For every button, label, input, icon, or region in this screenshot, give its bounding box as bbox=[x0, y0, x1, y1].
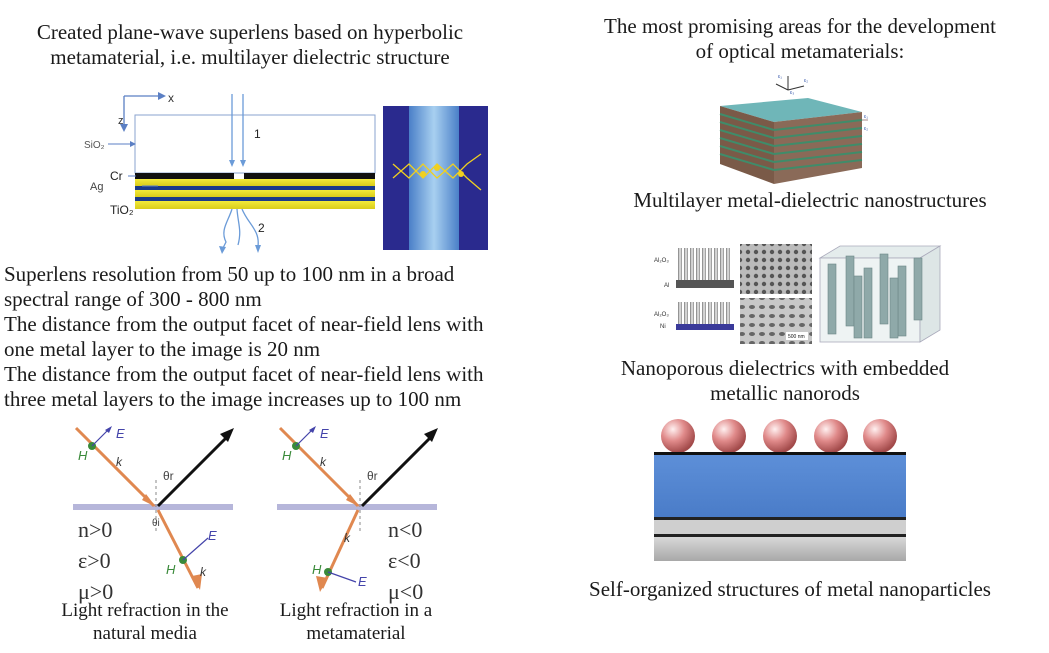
meta-theta-label: θr bbox=[367, 469, 378, 483]
metamaterials-title-line2: of optical metamaterials: bbox=[695, 39, 905, 63]
caption-multilayer: Multilayer metal-dielectric nanostructur… bbox=[633, 188, 987, 212]
natural-mu: μ>0 bbox=[78, 579, 114, 604]
natural-e-label: E bbox=[116, 426, 125, 441]
multilayer-block-illustration: ε₁ ε₂ ε₃ ε₁ ε₂ bbox=[719, 74, 868, 184]
nanoparticle bbox=[763, 419, 797, 453]
cr-label: Cr bbox=[110, 169, 123, 183]
description-line: The distance from the output facet of ne… bbox=[4, 362, 484, 386]
beam-2-label: 2 bbox=[258, 221, 265, 235]
al2o3-a-label: Al₂O₃ bbox=[654, 258, 669, 264]
refraction-meta-diagram: E H k θr E H k bbox=[277, 426, 438, 592]
caption-meta-line1: Light refraction in a bbox=[279, 600, 433, 621]
meta-n: n<0 bbox=[388, 517, 423, 542]
sem-scale-label: 500 nm bbox=[788, 334, 805, 340]
multilayer-eps-3: ε₃ bbox=[790, 90, 794, 96]
natural-params: n>0 ε>0 μ>0 bbox=[78, 514, 113, 607]
metamaterials-title-line1: The most promising areas for the develop… bbox=[604, 14, 996, 38]
nanoparticle bbox=[661, 419, 695, 453]
caption-natural-line2: natural media bbox=[93, 623, 197, 644]
meta-k2-label: k bbox=[344, 531, 351, 545]
description-line: three metal layers to the image increase… bbox=[4, 387, 462, 411]
description-line: spectral range of 300 - 800 nm bbox=[4, 287, 262, 311]
meta-h-label: H bbox=[282, 448, 292, 463]
description-line: The distance from the output facet of ne… bbox=[4, 312, 484, 336]
al-label: Al bbox=[664, 283, 669, 289]
natural-k-label: k bbox=[116, 455, 123, 469]
ag-label: Ag bbox=[90, 181, 103, 193]
multilayer-eps-2: ε₂ bbox=[864, 126, 868, 132]
caption-particles: Self-organized structures of metal nanop… bbox=[589, 577, 991, 601]
description-line: one metal layer to the image is 20 nm bbox=[4, 337, 321, 361]
superlens-title: Created plane-wave superlens based on hy… bbox=[0, 20, 500, 70]
metamaterials-title: The most promising areas for the develop… bbox=[540, 14, 1049, 64]
superlens-diagram: x z SiO₂ Cr Ag TiO₂ 1 2 bbox=[84, 91, 376, 254]
caption-natural: Light refraction in the natural media bbox=[40, 599, 250, 645]
meta-mu: μ<0 bbox=[388, 579, 424, 604]
natural-n: n>0 bbox=[78, 517, 113, 542]
natural-eps: ε>0 bbox=[78, 548, 111, 573]
natural-h-label: H bbox=[78, 448, 88, 463]
beam-1-label: 1 bbox=[254, 127, 261, 141]
meta-eps: ε<0 bbox=[388, 548, 421, 573]
natural-theta-i-label: θi bbox=[152, 518, 160, 529]
tio2-label: TiO₂ bbox=[110, 203, 134, 217]
axis-z-label: z bbox=[118, 115, 124, 127]
al2o3-b-label: Al₂O₃ bbox=[654, 312, 669, 318]
caption-meta: Light refraction in a metamaterial bbox=[256, 599, 456, 645]
nanorod-composite-illustration: Al₂O₃ Al Al₂O₃ Ni 500 nm bbox=[654, 244, 942, 344]
caption-nanorods: Nanoporous dielectrics with embedded met… bbox=[570, 356, 1000, 406]
multilayer-eps-1: ε₁ bbox=[864, 114, 868, 120]
multilayer-eps-y: ε₂ bbox=[804, 78, 808, 84]
sio2-label: SiO₂ bbox=[84, 140, 105, 151]
natural-theta-label: θr bbox=[163, 469, 174, 483]
natural-k2-label: k bbox=[200, 565, 207, 579]
caption-nanorods-line1: Nanoporous dielectrics with embedded bbox=[620, 356, 950, 380]
caption-meta-line2: metamaterial bbox=[306, 623, 406, 644]
ni-label: Ni bbox=[660, 324, 666, 330]
nanoparticles-illustration bbox=[654, 419, 906, 561]
superlens-title-line2: metamaterial, i.e. multilayer dielectric… bbox=[50, 45, 450, 69]
multilayer-eps-x: ε₁ bbox=[778, 74, 782, 80]
refraction-natural-diagram: E H k θr θi E H k bbox=[73, 426, 234, 590]
waveguide-panel bbox=[383, 106, 488, 250]
superlens-description: Superlens resolution from 50 up to 100 n… bbox=[4, 262, 544, 412]
meta-e-label: E bbox=[320, 426, 329, 441]
description-line: Superlens resolution from 50 up to 100 n… bbox=[4, 262, 455, 286]
nanoparticle bbox=[712, 419, 746, 453]
meta-k-label: k bbox=[320, 455, 327, 469]
axis-x-label: x bbox=[168, 91, 174, 105]
nanoparticle bbox=[814, 419, 848, 453]
meta-e2-label: E bbox=[358, 574, 367, 589]
superlens-title-line1: Created plane-wave superlens based on hy… bbox=[36, 20, 464, 44]
caption-natural-line1: Light refraction in the bbox=[61, 600, 229, 621]
nanoparticle bbox=[863, 419, 897, 453]
meta-h2-label: H bbox=[312, 562, 322, 577]
natural-h2-label: H bbox=[166, 562, 176, 577]
meta-params: n<0 ε<0 μ<0 bbox=[388, 514, 423, 607]
natural-e2-label: E bbox=[208, 528, 217, 543]
caption-nanorods-line2: metallic nanorods bbox=[710, 381, 860, 405]
